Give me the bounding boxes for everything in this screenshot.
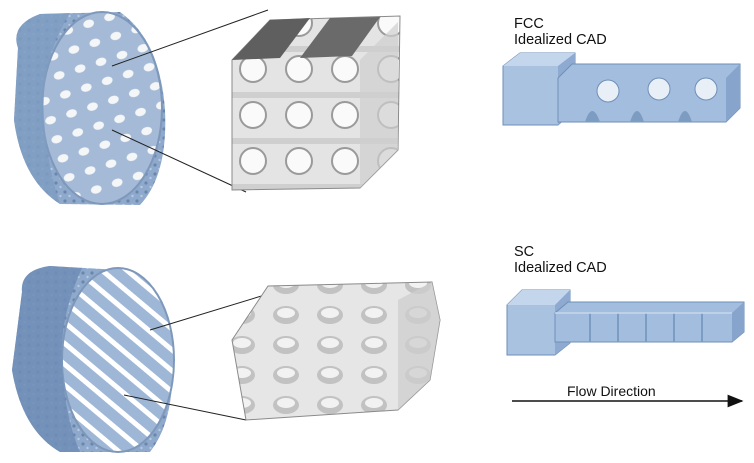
sc-cad-model xyxy=(506,289,745,356)
fcc-zoom-line-bottom xyxy=(111,129,247,193)
sc-label-line2: Idealized CAD xyxy=(514,260,607,276)
fcc-zoom-line-top xyxy=(111,9,269,67)
fcc-cad-model xyxy=(502,52,741,126)
fcc-scan-disc xyxy=(14,11,166,205)
flow-direction-label: Flow Direction xyxy=(567,383,656,399)
sc-cad-label: SC Idealized CAD xyxy=(514,244,607,276)
sc-zoom-line-bottom xyxy=(123,394,247,421)
fcc-label-line2: Idealized CAD xyxy=(514,32,607,48)
sc-scan-unit-cell xyxy=(231,281,441,421)
fcc-label-line1: FCC xyxy=(514,16,544,32)
fcc-cad-label: FCC Idealized CAD xyxy=(514,16,607,48)
sc-label-line1: SC xyxy=(514,244,535,260)
sc-zoom-line-top xyxy=(149,293,269,331)
sc-scan-disc xyxy=(12,266,175,453)
fcc-scan-unit-cell xyxy=(231,15,401,191)
